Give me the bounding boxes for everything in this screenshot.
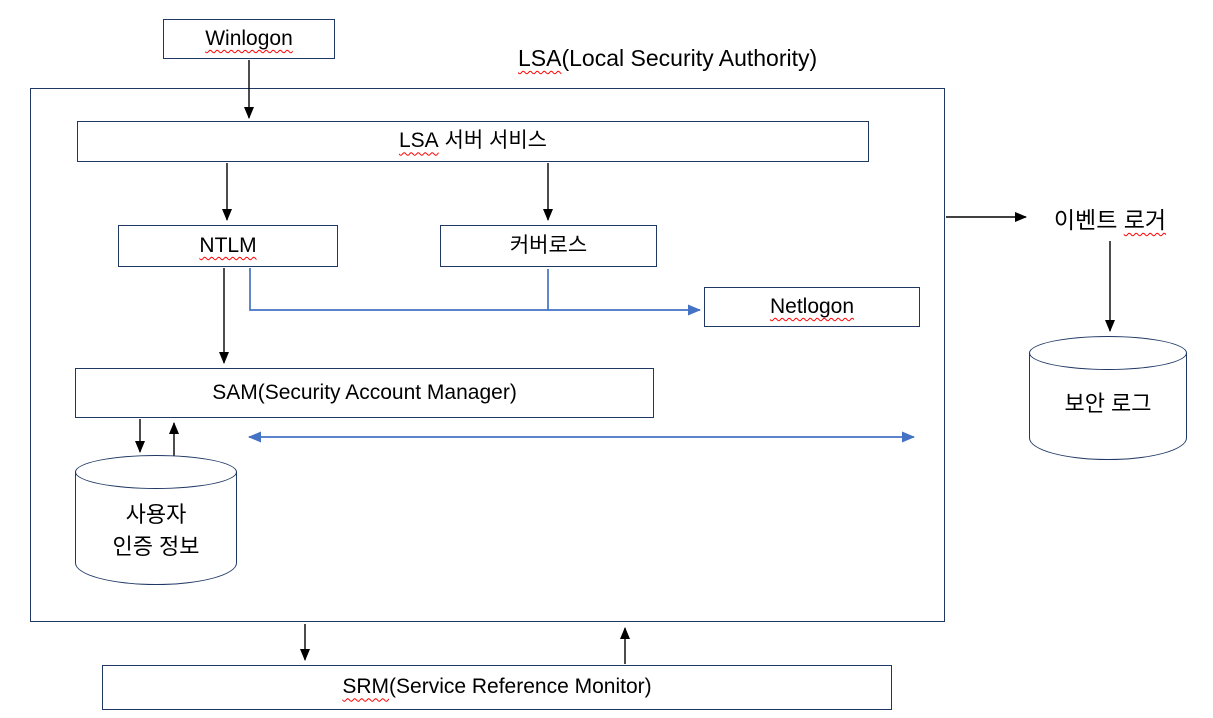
diagram-title-misspelled: LSA bbox=[518, 45, 562, 71]
security-log-cylinder-body bbox=[1029, 353, 1187, 460]
event-logger-label: 이벤트 로거 bbox=[1035, 201, 1185, 235]
ntlm-label: NTLM bbox=[199, 233, 257, 257]
user-auth-store-cylinder-top bbox=[75, 455, 237, 489]
user-auth-store-cylinder-body bbox=[75, 472, 237, 585]
node-security-log-store: 보안 로그 bbox=[1029, 336, 1187, 460]
srm-label-misspelled: SRM bbox=[342, 675, 390, 699]
security-log-label: 보안 로그 bbox=[1064, 391, 1152, 416]
lsa-container-box bbox=[30, 88, 945, 622]
user-auth-store-label-line1: 사용자 bbox=[125, 502, 187, 527]
event-logger-label-plain: 이벤트 bbox=[1053, 207, 1124, 233]
node-kerberos: 커버로스 bbox=[440, 225, 657, 267]
user-auth-store-label-line2: 인증 정보 bbox=[112, 534, 200, 559]
node-ntlm: NTLM bbox=[118, 225, 338, 267]
lsa-server-service-label-rest: 서버 서비스 bbox=[438, 129, 547, 153]
event-logger-label-misspelled: 로거 bbox=[1123, 207, 1167, 233]
arrow-ntlm-to-netlogon-blue bbox=[249, 268, 701, 316]
kerberos-label: 커버로스 bbox=[509, 233, 588, 257]
diagram-title: LSA(Local Security Authority) bbox=[518, 45, 817, 72]
netlogon-label: Netlogon bbox=[769, 294, 855, 318]
srm-label-rest: (Service Reference Monitor) bbox=[389, 675, 652, 699]
winlogon-label: Winlogon bbox=[205, 26, 293, 50]
node-lsa-server-service: LSA 서버 서비스 bbox=[77, 121, 869, 162]
diagram-title-rest: (Local Security Authority) bbox=[561, 45, 818, 71]
node-netlogon: Netlogon bbox=[704, 287, 920, 327]
node-srm: SRM(Service Reference Monitor) bbox=[102, 665, 892, 710]
node-sam: SAM(Security Account Manager) bbox=[75, 368, 654, 418]
sam-label: SAM(Security Account Manager) bbox=[212, 380, 517, 404]
lsa-server-service-label-misspelled: LSA bbox=[399, 129, 439, 153]
node-winlogon: Winlogon bbox=[163, 19, 335, 59]
security-log-cylinder-top bbox=[1029, 336, 1187, 370]
